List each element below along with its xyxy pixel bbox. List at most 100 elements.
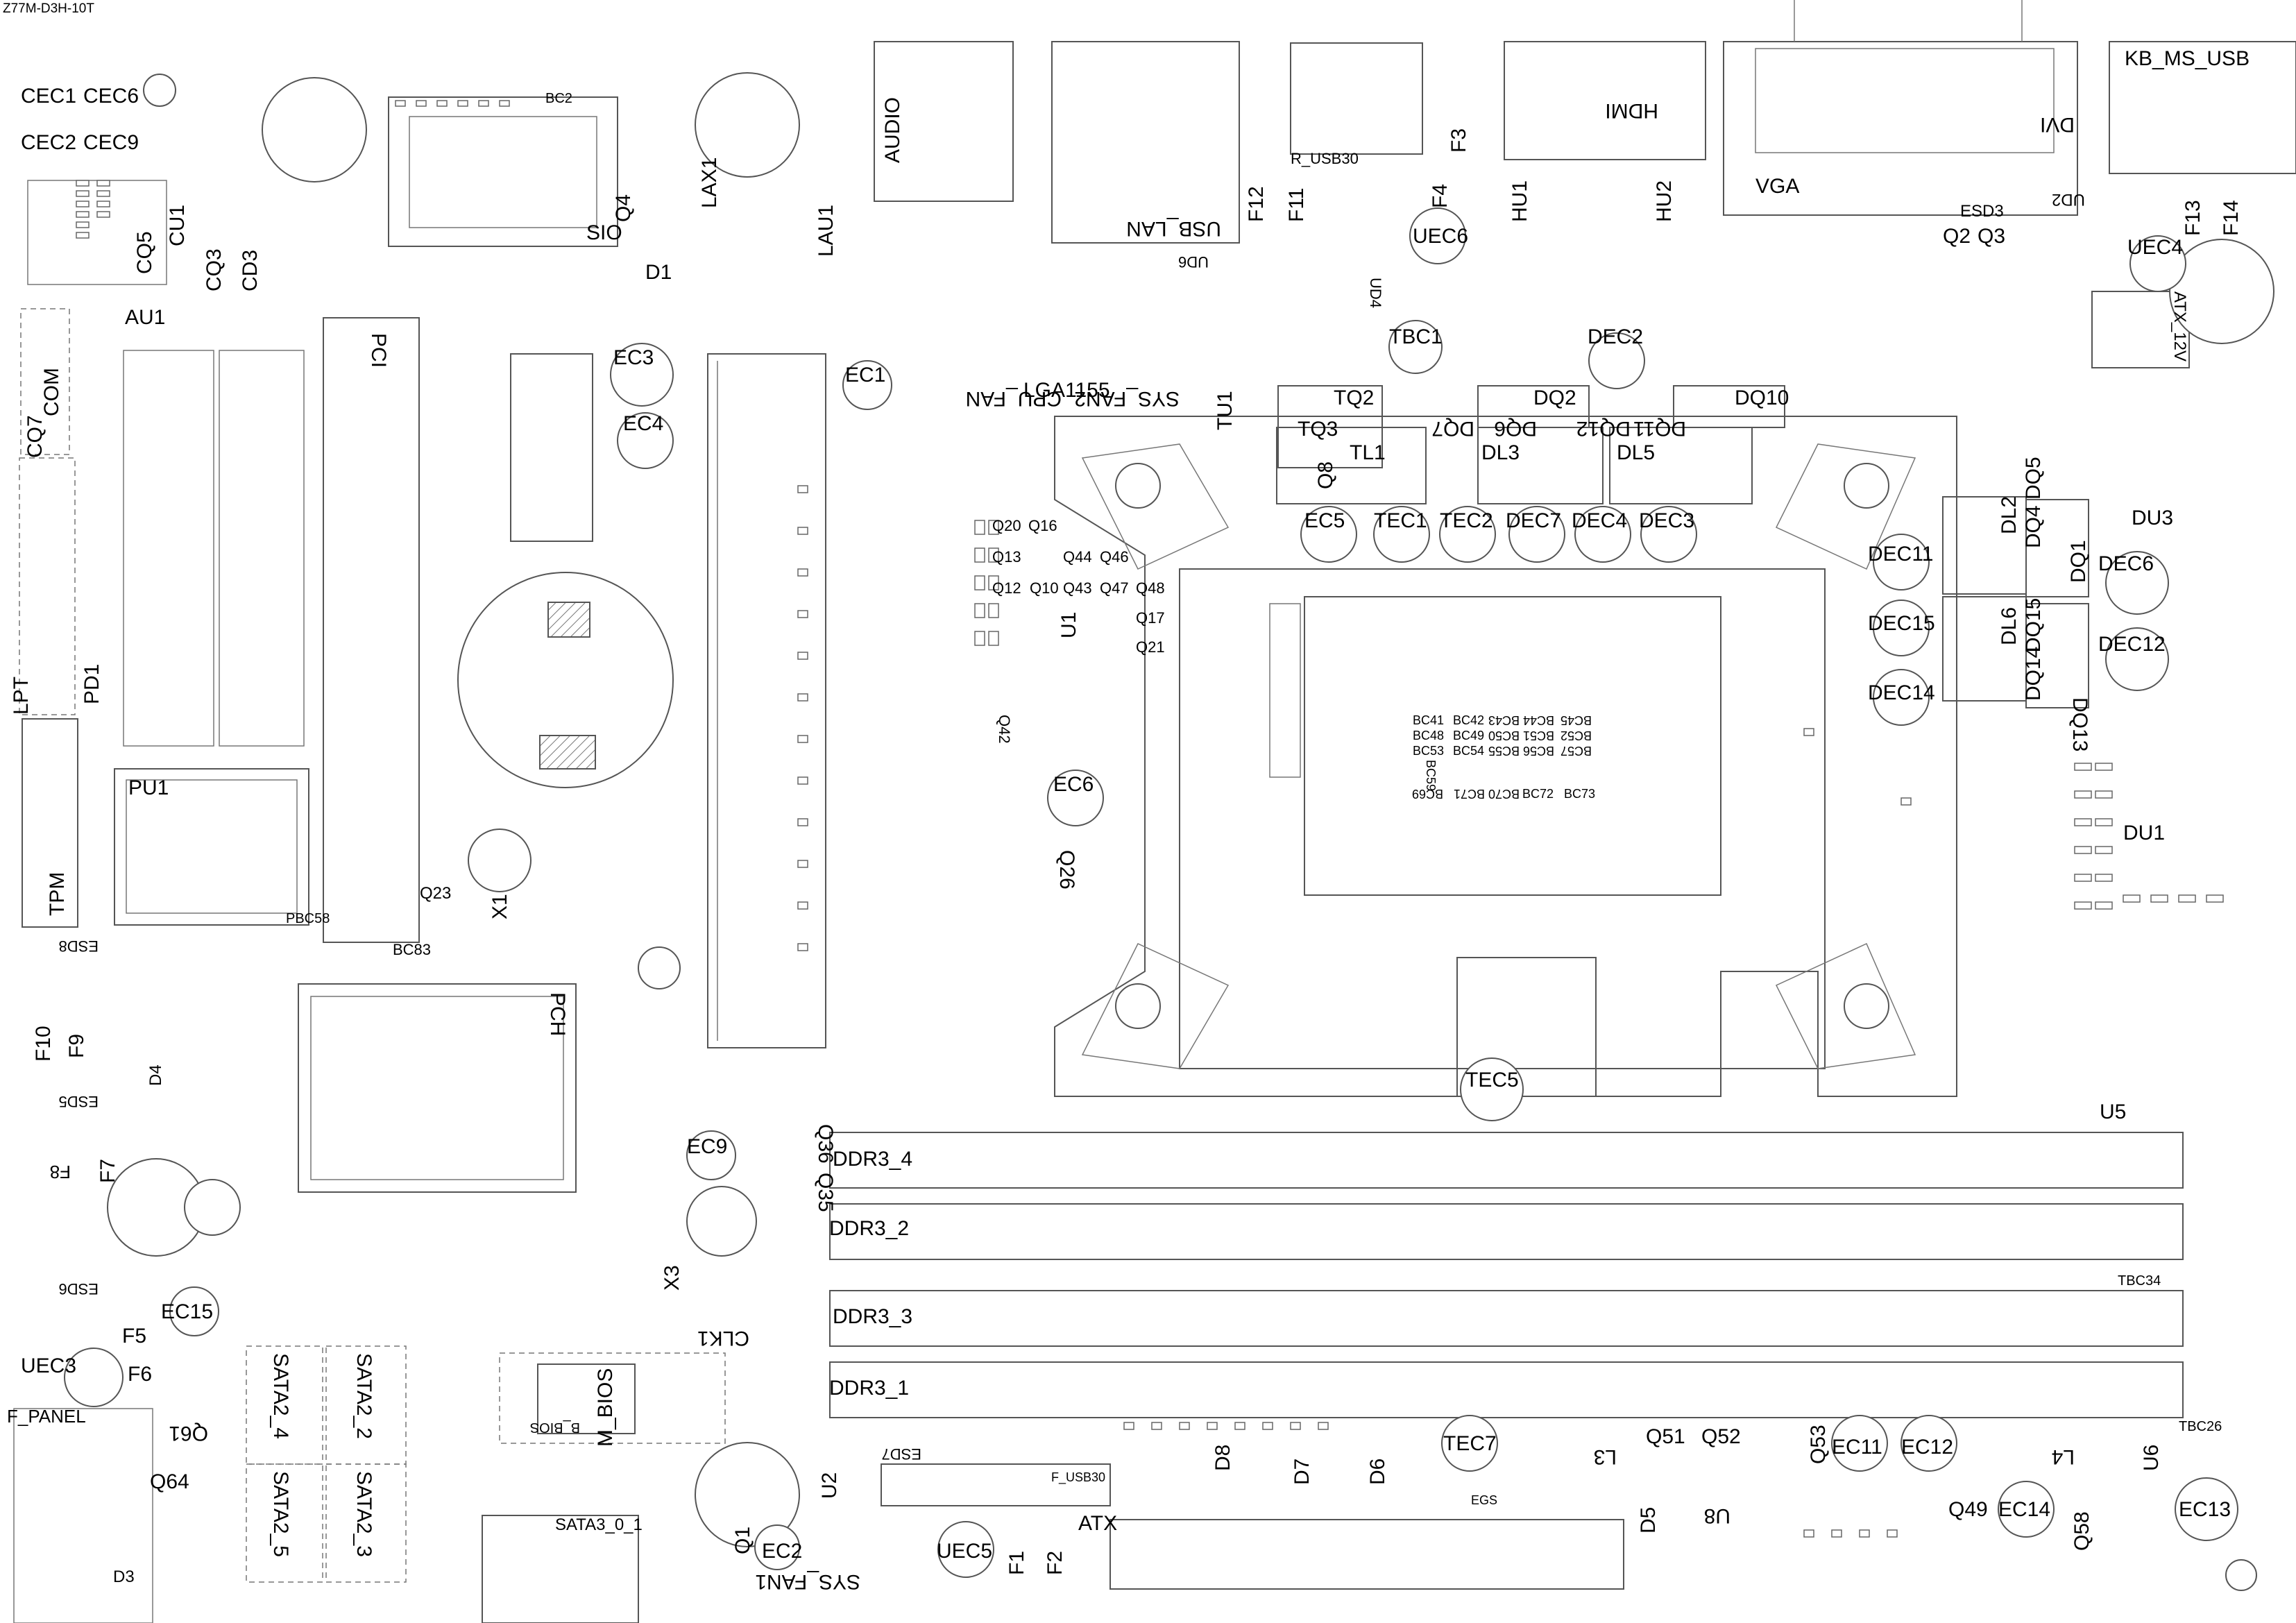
label-ec3: EC3 bbox=[613, 346, 654, 369]
label-sys-fan1: SYS_FAN1 bbox=[755, 1570, 860, 1593]
label-f14: F14 bbox=[2220, 200, 2243, 236]
label-esd5: ESD5 bbox=[59, 1093, 99, 1110]
label-f8: F8 bbox=[50, 1162, 71, 1182]
label-q53: Q53 bbox=[1807, 1425, 1830, 1464]
label-f1: F1 bbox=[1005, 1551, 1028, 1575]
label-hu2: HU2 bbox=[1653, 180, 1676, 222]
label-f-usb30: F_USB30 bbox=[1051, 1470, 1105, 1485]
label-uec5: UEC5 bbox=[937, 1540, 992, 1563]
label-q3: Q3 bbox=[1978, 225, 2005, 248]
label-bc59: BC59 bbox=[1424, 760, 1438, 791]
label-ec11: EC11 bbox=[1832, 1436, 1882, 1459]
label-dq15: DQ15 bbox=[2022, 598, 2045, 652]
label-dl3: DL3 bbox=[1481, 441, 1520, 464]
vga-dvi-connector-outline bbox=[1723, 41, 2078, 216]
label-q61: Q61 bbox=[169, 1422, 208, 1445]
label-bc48: BC48 bbox=[1413, 729, 1444, 742]
label-tec5: TEC5 bbox=[1465, 1069, 1519, 1091]
pch-chip-outline bbox=[298, 983, 577, 1193]
label-f13: F13 bbox=[2182, 200, 2204, 236]
label-bc57: BC57 bbox=[1561, 744, 1592, 758]
kb-ms-usb-outline bbox=[2109, 41, 2296, 174]
label-d4: D4 bbox=[146, 1064, 165, 1086]
label-q51: Q51 bbox=[1646, 1425, 1685, 1448]
pu1-chip-outline bbox=[114, 768, 309, 926]
sata2-3-outline bbox=[325, 1463, 407, 1583]
label-f10: F10 bbox=[32, 1026, 55, 1062]
label-bc2: BC2 bbox=[545, 91, 572, 106]
label-m-bios: M_BIOS bbox=[594, 1368, 617, 1447]
label-dec7: DEC7 bbox=[1506, 509, 1561, 532]
label-uec3: UEC3 bbox=[21, 1354, 76, 1377]
label-q49: Q49 bbox=[1948, 1498, 1988, 1521]
label-atx: ATX bbox=[1078, 1512, 1117, 1535]
label-ec12: EC12 bbox=[1901, 1436, 1953, 1459]
label-q12: Q12 bbox=[992, 579, 1021, 597]
label-f4: F4 bbox=[1429, 184, 1452, 208]
label-dq1: DQ1 bbox=[2067, 540, 2090, 583]
label-dec14: DEC14 bbox=[1868, 681, 1935, 704]
label-ud6: UD6 bbox=[1178, 253, 1209, 271]
label-du1: DU1 bbox=[2123, 822, 2165, 844]
label-tbc34: TBC34 bbox=[2118, 1273, 2161, 1289]
label-bc41: BC41 bbox=[1413, 713, 1444, 727]
label-sata2-4: SATA2_4 bbox=[269, 1353, 292, 1439]
label-ddr3-2: DDR3_2 bbox=[829, 1217, 909, 1240]
label-bc52: BC52 bbox=[1561, 729, 1592, 742]
label-dq5: DQ5 bbox=[2022, 457, 2045, 500]
label-q64: Q64 bbox=[150, 1470, 189, 1493]
label-r-usb30: R_USB30 bbox=[1291, 150, 1359, 167]
label-uec6: UEC6 bbox=[1413, 225, 1468, 248]
label-ddr3-4: DDR3_4 bbox=[833, 1148, 912, 1171]
label-cd3: CD3 bbox=[239, 250, 262, 291]
label-q36: Q36 bbox=[814, 1124, 837, 1164]
label-egs: EGS bbox=[1471, 1493, 1497, 1507]
label-q10: Q10 bbox=[1030, 579, 1059, 597]
label-cu1: CU1 bbox=[166, 205, 189, 246]
label-hu1: HU1 bbox=[1508, 180, 1531, 222]
label-clk1: CLK1 bbox=[697, 1327, 749, 1350]
label-cq3: CQ3 bbox=[203, 248, 226, 291]
label-f11: F11 bbox=[1285, 188, 1308, 222]
label-uec4: UEC4 bbox=[2127, 236, 2183, 259]
label-dl2: DL2 bbox=[1998, 496, 2021, 534]
label-dl5: DL5 bbox=[1617, 441, 1655, 464]
label-tq2: TQ2 bbox=[1334, 386, 1374, 409]
label-au1: AU1 bbox=[125, 306, 165, 329]
pciex16-slot-outline bbox=[707, 353, 826, 1048]
ddr3-1-slot bbox=[829, 1361, 2184, 1418]
cpu-socket-outline bbox=[1054, 416, 1957, 1097]
label-bc55: BC55 bbox=[1488, 744, 1520, 758]
label-q47: Q47 bbox=[1100, 579, 1129, 597]
label-vga: VGA bbox=[1755, 175, 1799, 198]
label-q48: Q48 bbox=[1136, 579, 1165, 597]
lpt-header-outline bbox=[19, 457, 76, 715]
board-title: Z77M-D3H-10T bbox=[3, 1, 94, 16]
usb-lan-connector-outline bbox=[1051, 41, 1240, 244]
label-u5: U5 bbox=[2100, 1101, 2126, 1123]
com-header-outline bbox=[20, 308, 70, 455]
bios-area-outline bbox=[499, 1352, 726, 1444]
label-pu1: PU1 bbox=[128, 776, 169, 799]
label-q1: Q1 bbox=[731, 1527, 754, 1554]
label-dq4: DQ4 bbox=[2022, 505, 2045, 548]
label-f2: F2 bbox=[1044, 1551, 1066, 1575]
label-x1: X1 bbox=[488, 894, 511, 919]
label-tec2: TEC2 bbox=[1440, 509, 1493, 532]
label-com: COM bbox=[40, 368, 63, 416]
label-bc71: BC71 bbox=[1454, 787, 1485, 801]
label-dec15: DEC15 bbox=[1868, 612, 1935, 635]
label-ud2: UD2 bbox=[2052, 190, 2085, 209]
label-q16: Q16 bbox=[1028, 517, 1057, 534]
label-cec6: CEC6 bbox=[83, 85, 139, 108]
label-d7: D7 bbox=[1291, 1459, 1313, 1485]
label-bc51: BC51 bbox=[1523, 729, 1554, 742]
ddr3-4-slot bbox=[829, 1132, 2184, 1189]
label-ud4: UD4 bbox=[1367, 278, 1384, 308]
label-q2: Q2 bbox=[1943, 225, 1971, 248]
label-u8: U8 bbox=[1704, 1504, 1730, 1527]
label-tbc26: TBC26 bbox=[2179, 1419, 2222, 1434]
label-q23: Q23 bbox=[420, 884, 451, 903]
label-bc43: BC43 bbox=[1488, 713, 1520, 727]
label-hdmi: HDMI bbox=[1605, 99, 1658, 122]
